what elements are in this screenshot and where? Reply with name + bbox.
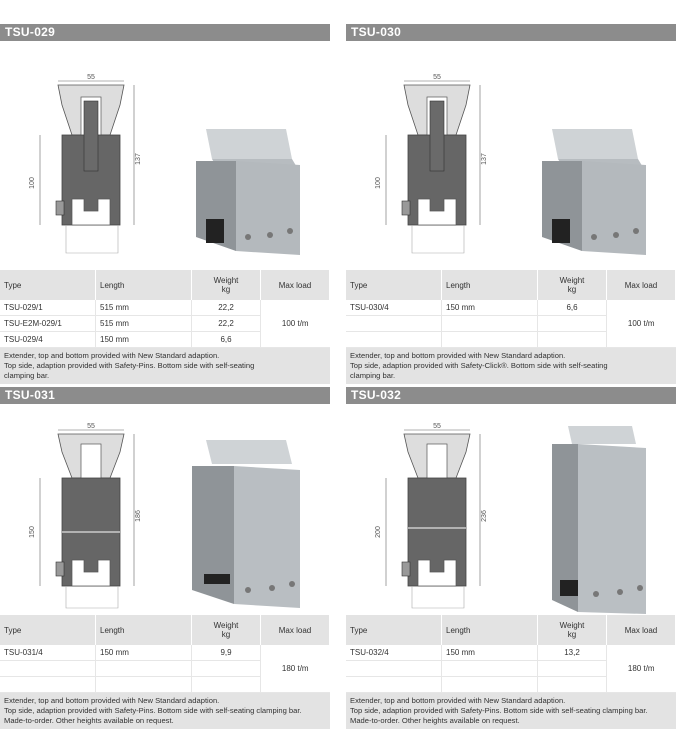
product-description: Extender, top and bottom provided with N… [346,693,676,729]
technical-drawing: 55 200 236 [375,423,646,614]
table-row [0,676,330,693]
max-load-value: 180 t/m [606,645,676,693]
dim-width: 55 [87,74,95,81]
product-title: TSU-031 [0,387,330,404]
dim-height-outer: 137 [135,153,142,165]
max-load-value: 100 t/m [260,300,330,348]
technical-drawing: 55 100 137 [375,74,646,255]
product-description: Extender, top and bottom provided with N… [0,693,330,729]
col-type: Type [0,615,96,645]
product-description: Extender, top and bottom provided with N… [0,348,330,384]
col-length: Length [95,615,192,645]
col-max-load: Max load [606,615,676,645]
product-figures: 55 100 137 [0,41,330,270]
technical-drawing: 55 150 186 [29,423,300,609]
table-row [0,660,330,677]
dim-height-outer: 236 [481,510,488,522]
table-row [346,660,676,677]
product-title: TSU-029 [0,24,330,41]
dim-width: 55 [433,74,441,81]
table-row [346,315,676,332]
col-type: Type [346,615,442,645]
col-length: Length [95,270,192,300]
col-length: Length [441,270,538,300]
max-load-value: 100 t/m [606,300,676,348]
dim-height-inner: 200 [375,526,382,538]
col-max-load: Max load [606,270,676,300]
dim-height-inner: 150 [29,526,36,538]
dim-height-outer: 137 [481,153,488,165]
col-type: Type [346,270,442,300]
product-panel-tsu-032: TSU-032 55 200 236 Type Length Weig [346,387,676,729]
col-length: Length [441,615,538,645]
col-type: Type [0,270,96,300]
product-description: Extender, top and bottom provided with N… [346,348,676,384]
dim-height-inner: 100 [29,177,36,189]
product-figures: 55 200 236 [346,404,676,615]
technical-drawing: 55 100 137 [29,74,300,255]
table-row [346,331,676,348]
dim-height-outer: 186 [135,510,142,522]
product-panel-tsu-031: TSU-031 55 150 186 Type Length Weig [0,387,330,729]
product-figures: 55 100 137 [346,41,676,270]
dim-height-inner: 100 [375,177,382,189]
product-panel-tsu-029: TSU-029 55 100 137 [0,24,330,384]
product-figures: 55 150 186 [0,404,330,615]
product-panel-tsu-030: TSU-030 55 100 137 Type Length [346,24,676,384]
table-row [346,676,676,693]
product-title: TSU-032 [346,387,676,404]
col-max-load: Max load [260,615,330,645]
dim-width: 55 [87,423,95,430]
product-title: TSU-030 [346,24,676,41]
max-load-value: 180 t/m [260,645,330,693]
col-max-load: Max load [260,270,330,300]
dim-width: 55 [433,423,441,430]
